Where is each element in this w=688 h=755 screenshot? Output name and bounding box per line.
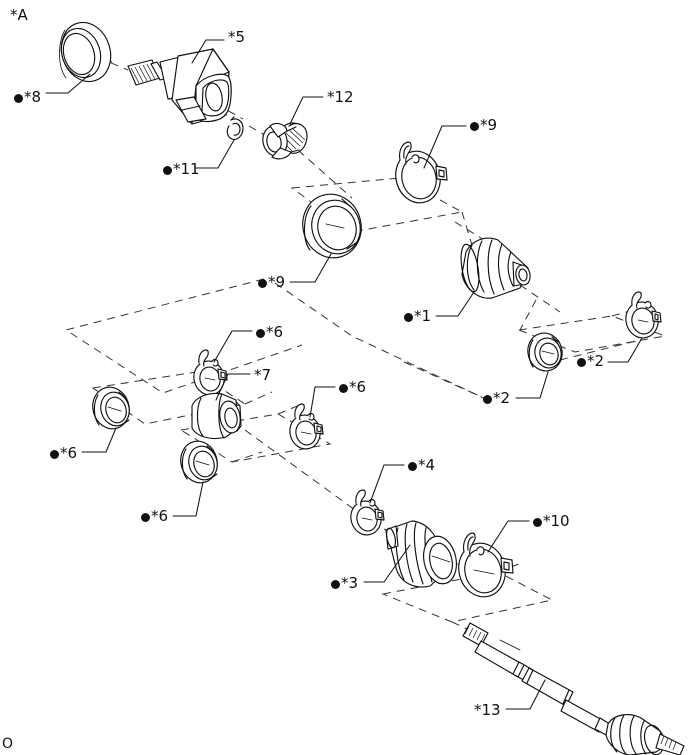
part-dust-cover-7 <box>191 392 242 440</box>
callout-5: *5 <box>228 28 246 46</box>
callout-9-center: *9 <box>258 275 285 290</box>
callout-6-right: *6 <box>339 380 366 395</box>
part-oil-seal-ring-8 <box>59 21 112 83</box>
part-boot-clamp-9-upper <box>395 141 448 204</box>
callout-2-center: *2 <box>483 391 510 406</box>
part-boot-clamp-6-lower <box>180 440 218 484</box>
callout-A: *A <box>10 6 28 24</box>
part-boot-clamp-2-ring <box>527 332 563 372</box>
part-boot-clamp-6-upper <box>193 349 228 396</box>
callout-1: *1 <box>404 309 431 324</box>
callout-13: *13 <box>474 701 501 719</box>
corner-mark-bottom-left: O <box>2 736 14 752</box>
callout-4: *4 <box>408 458 435 473</box>
part-snap-ring-11 <box>226 116 244 141</box>
part-boot-3 <box>385 520 458 588</box>
part-boot-clamp-6-left <box>92 386 130 430</box>
part-boot-clamp-6-right <box>289 403 324 450</box>
leader-lines <box>45 39 643 710</box>
callout-6-left: *6 <box>50 446 77 461</box>
callout-6-upper: *6 <box>256 325 283 340</box>
assembly-axis-lines <box>64 45 667 635</box>
part-tripod-spider-12 <box>262 122 308 160</box>
callout-9-upper: *9 <box>470 118 497 133</box>
part-boot-clamp-10 <box>458 532 514 598</box>
part-boot-clamp-2-spring <box>625 291 662 339</box>
callout-12: *12 <box>327 88 354 106</box>
part-boot-1 <box>460 237 531 299</box>
callout-2-right: *2 <box>577 354 604 369</box>
part-drive-shaft-13 <box>462 622 685 755</box>
callout-7: *7 <box>254 366 272 384</box>
callout-11: *11 <box>163 162 200 177</box>
callout-10: *10 <box>533 514 570 529</box>
part-boot-clamp-9-center <box>302 193 362 259</box>
part-joint-housing-5 <box>127 48 232 125</box>
callout-3: *3 <box>331 576 358 591</box>
callout-8: *8 <box>14 90 41 105</box>
callout-6-lower: *6 <box>141 509 168 524</box>
part-boot-clamp-4 <box>350 489 385 536</box>
